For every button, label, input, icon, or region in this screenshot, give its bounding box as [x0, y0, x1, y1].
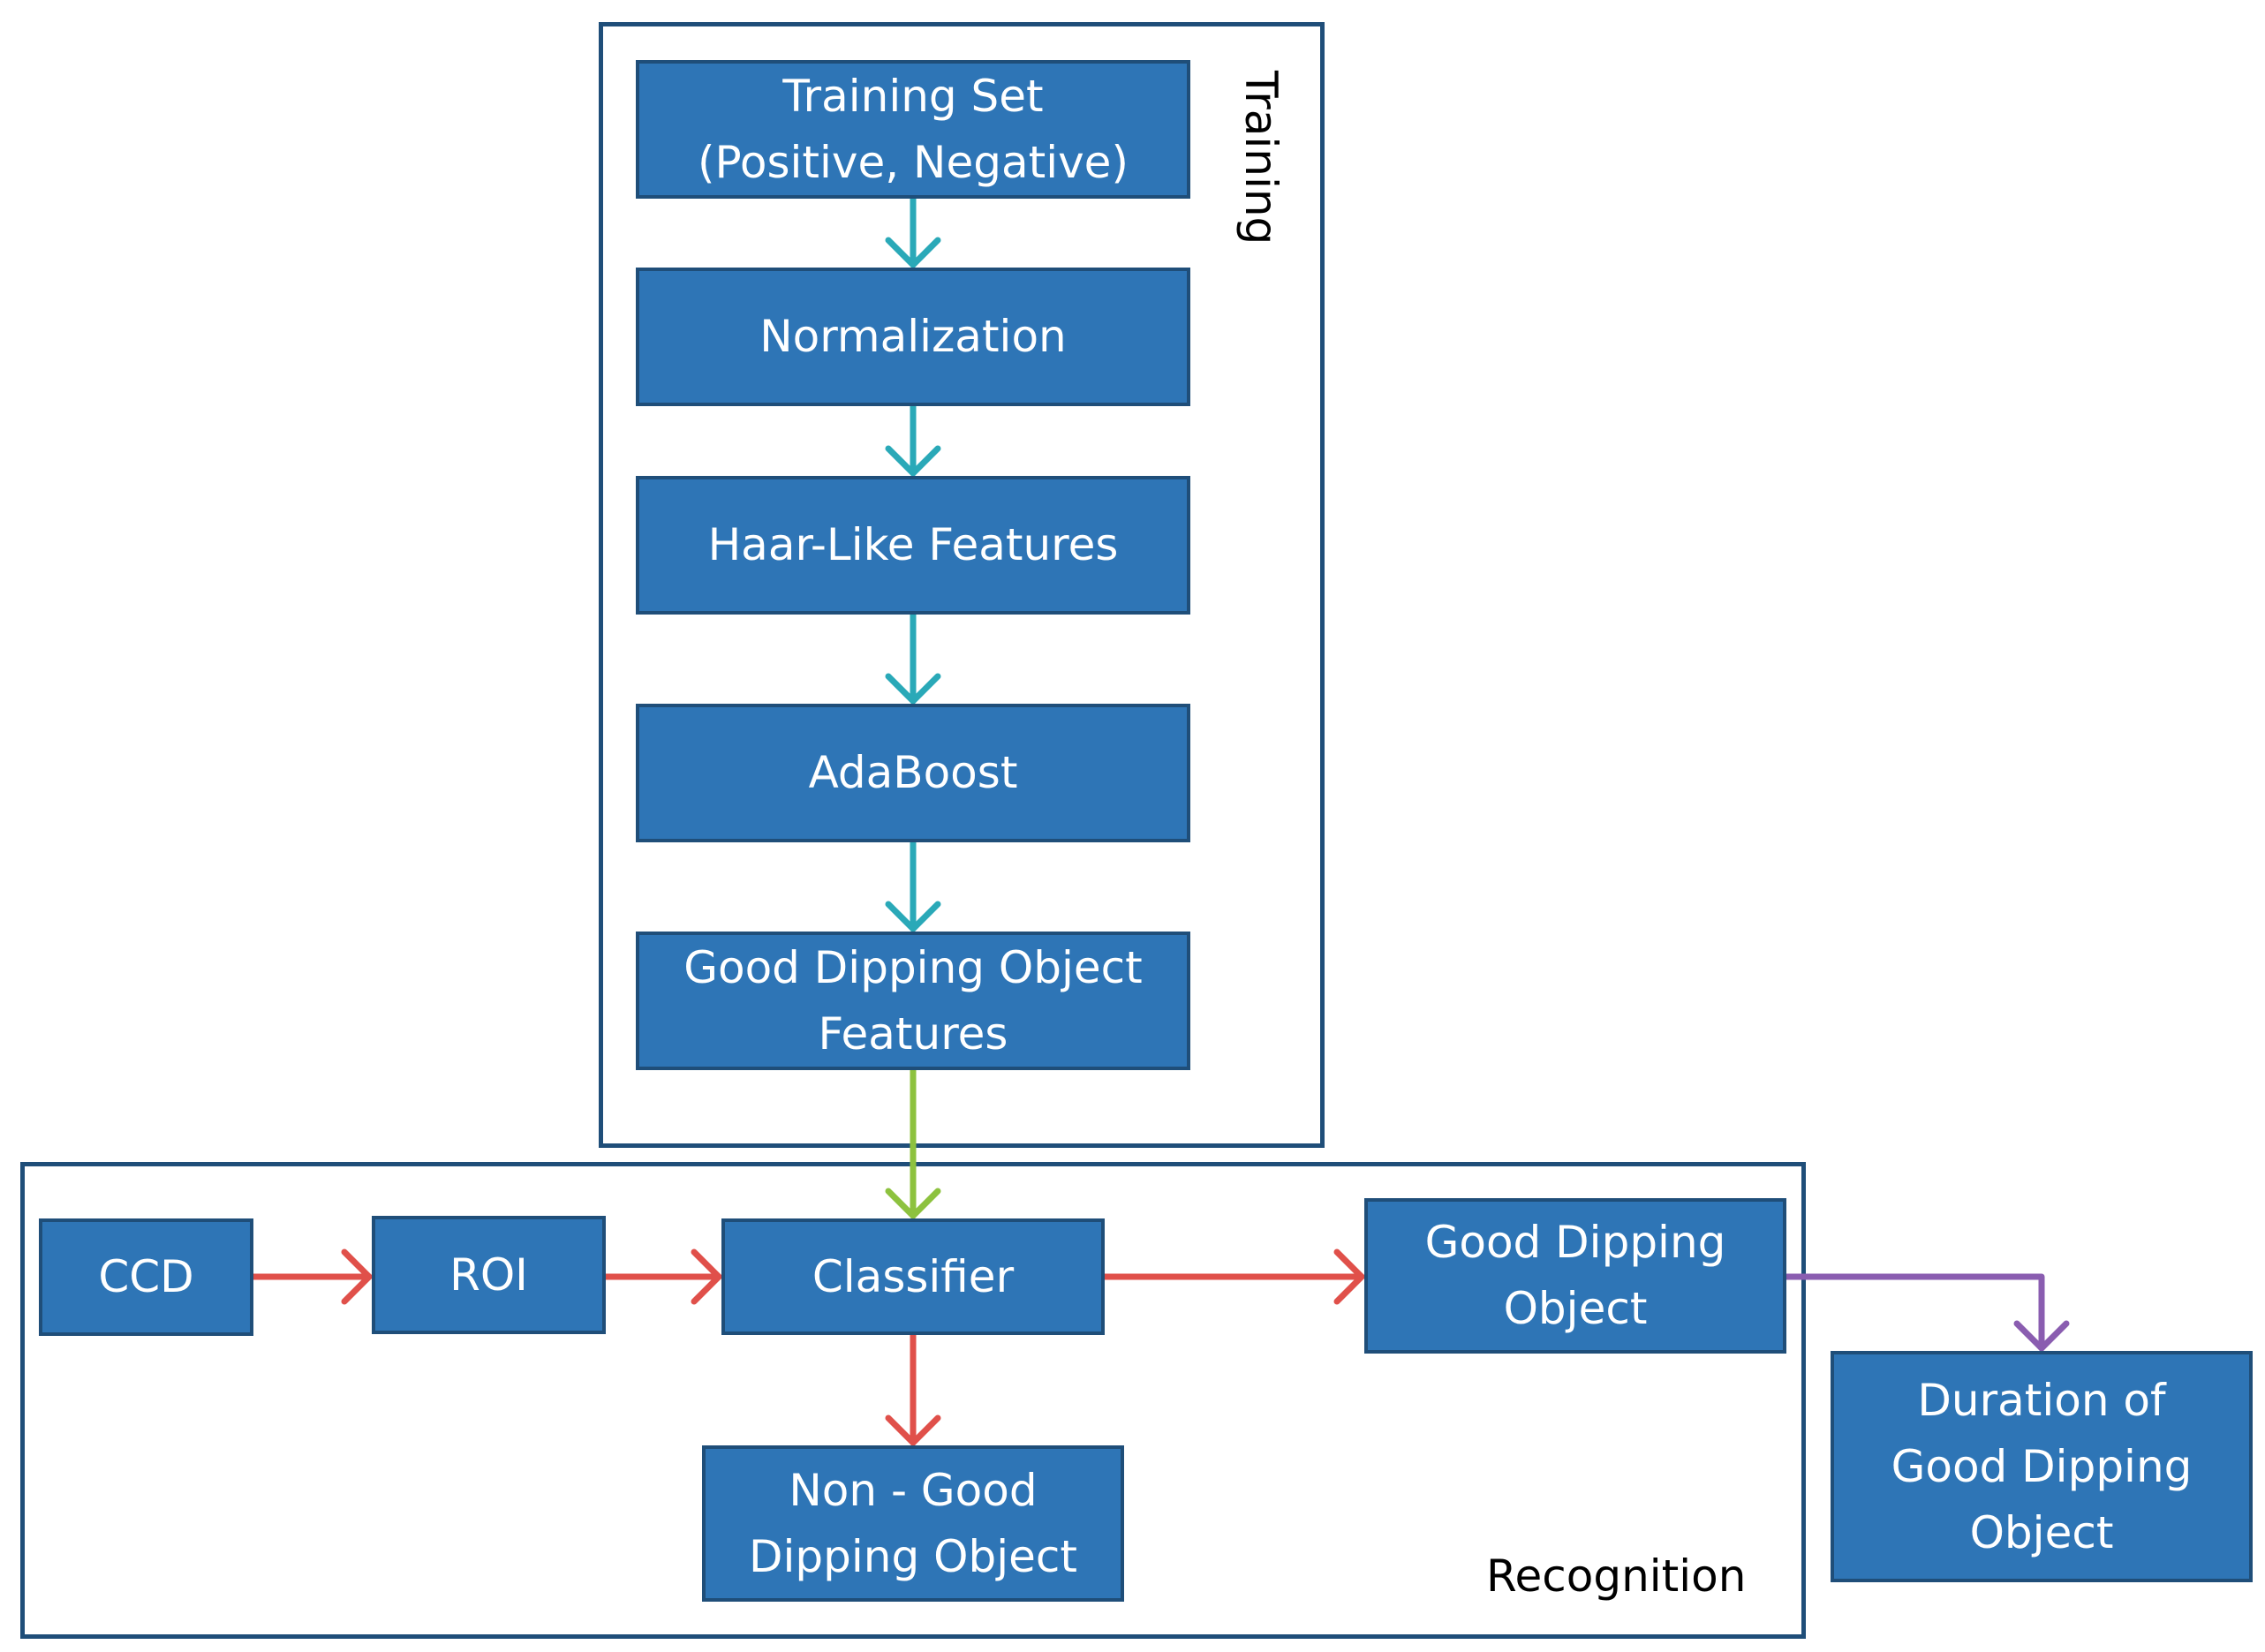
- arrow-ccd-to-roi: [250, 1248, 373, 1305]
- arrow-classifier-to-good-dipping: [1101, 1248, 1365, 1305]
- arrow-normalization-to-haar: [885, 403, 941, 477]
- arrow-good-dipping-to-duration: [1783, 1273, 2070, 1352]
- ccd-node: CCD: [39, 1218, 253, 1336]
- arrow-good-dipping-to-duration-head: [2013, 1320, 2070, 1352]
- arrow-haar-to-adaboost-head: [885, 673, 941, 705]
- arrow-classifier-to-good-dipping-head: [1333, 1248, 1365, 1305]
- training-set-node: Training Set (Positive, Negative): [636, 60, 1190, 199]
- arrow-adaboost-to-features: [885, 839, 941, 932]
- good-dipping-object-node: Good Dipping Object: [1364, 1198, 1786, 1354]
- arrow-roi-to-classifier: [602, 1248, 722, 1305]
- arrow-classifier-to-non-good: [885, 1331, 941, 1446]
- good-dipping-object-features-node: Good Dipping Object Features: [636, 932, 1190, 1070]
- adaboost-node: AdaBoost: [636, 704, 1190, 842]
- arrow-adaboost-to-features-head: [885, 901, 941, 932]
- training-frame: [599, 22, 1325, 1148]
- arrow-features-to-classifier-head: [885, 1188, 941, 1219]
- arrow-normalization-to-haar-head: [885, 445, 941, 477]
- normalization-node: Normalization: [636, 268, 1190, 406]
- haar-like-features-node: Haar-Like Features: [636, 476, 1190, 615]
- arrow-roi-to-classifier-head: [691, 1248, 722, 1305]
- arrow-ccd-to-roi-head: [341, 1248, 373, 1305]
- arrow-classifier-to-non-good-head: [885, 1414, 941, 1446]
- arrow-training-set-to-normalization: [885, 195, 941, 268]
- roi-node: ROI: [372, 1216, 606, 1334]
- arrow-haar-to-adaboost: [885, 611, 941, 705]
- arrow-training-set-to-normalization-head: [885, 237, 941, 268]
- recognition-group-label: Recognition: [1486, 1550, 1747, 1602]
- non-good-dipping-object-node: Non - Good Dipping Object: [702, 1445, 1124, 1602]
- arrow-good-dipping-to-duration-line: [1783, 1273, 2045, 1352]
- classifier-node: Classifier: [721, 1218, 1105, 1335]
- arrow-features-to-classifier: [885, 1067, 941, 1219]
- duration-of-good-dipping-object-node: Duration of Good Dipping Object: [1831, 1351, 2253, 1582]
